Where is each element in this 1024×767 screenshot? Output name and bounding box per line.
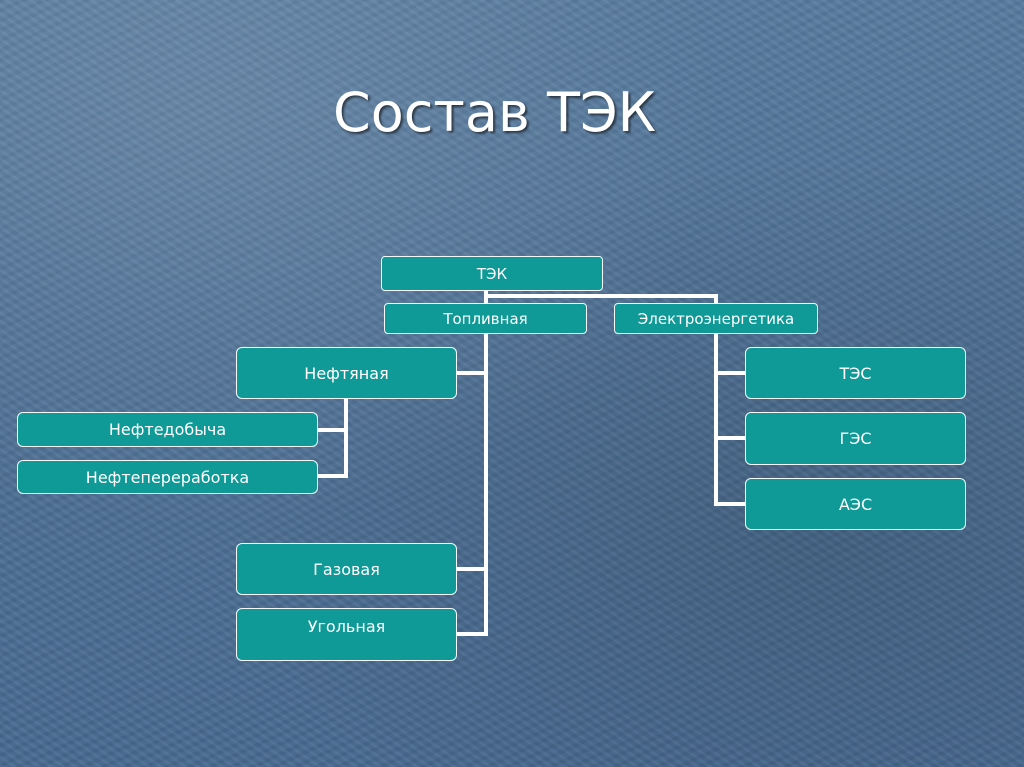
- node-oil-production-label: Нефтедобыча: [108, 420, 227, 439]
- node-fuel-branch: Топливная: [384, 303, 587, 334]
- node-ges-label: ГЭС: [839, 429, 872, 448]
- node-gas: Газовая: [236, 543, 457, 595]
- node-tek-root: ТЭК: [381, 256, 603, 291]
- node-power-branch: Электроэнергетика: [614, 303, 818, 334]
- node-tes-label: ТЭС: [839, 363, 872, 383]
- node-tes: ТЭС: [745, 347, 966, 399]
- node-aes: АЭС: [745, 478, 966, 530]
- node-fuel-branch-label: Топливная: [443, 309, 528, 328]
- node-coal-label: Угольная: [307, 617, 386, 636]
- node-gas-label: Газовая: [313, 559, 380, 579]
- node-coal: Угольная: [236, 608, 457, 661]
- node-tek-root-label: ТЭК: [476, 264, 508, 283]
- slide-title: Состав ТЭК: [333, 81, 656, 144]
- node-oil-production: Нефтедобыча: [17, 412, 318, 447]
- node-oil-refining: Нефтепереработка: [17, 460, 318, 494]
- node-power-branch-label: Электроэнергетика: [637, 309, 795, 328]
- node-oil-refining-label: Нефтепереработка: [85, 467, 250, 487]
- node-oil: Нефтяная: [236, 347, 457, 399]
- node-oil-label: Нефтяная: [304, 363, 389, 383]
- node-aes-label: АЭС: [838, 494, 873, 514]
- node-ges: ГЭС: [745, 412, 966, 465]
- connector-root-bus: [484, 294, 718, 305]
